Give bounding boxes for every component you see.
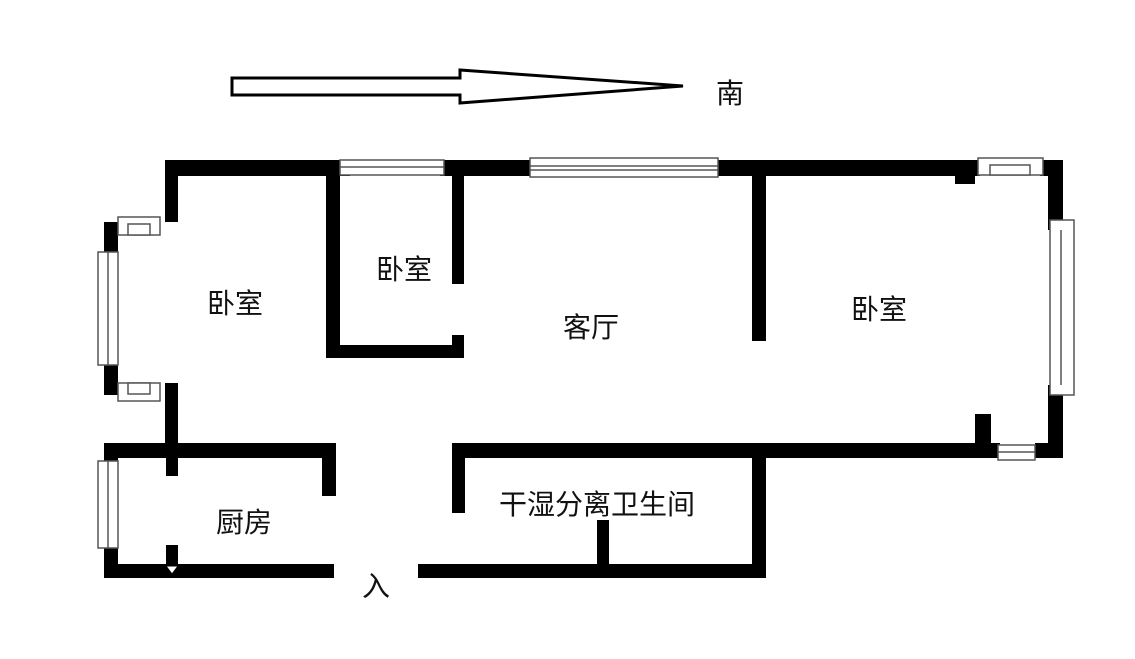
- room-label-living-room: 客厅: [563, 311, 620, 344]
- room-label-kitchen: 厨房: [216, 506, 273, 539]
- marker-icon: [165, 565, 179, 575]
- entrance-label: 入: [362, 570, 391, 603]
- compass-south-label: 南: [716, 77, 745, 110]
- windows: [97, 157, 1075, 549]
- room-label-bedroom-left: 卧室: [207, 287, 264, 320]
- walls: [104, 160, 1063, 578]
- room-label-bedroom-right: 卧室: [851, 293, 908, 326]
- room-label-bathroom: 干湿分离卫生间: [499, 488, 696, 521]
- south-arrow-icon: [230, 68, 684, 105]
- room-label-bedroom-small: 卧室: [376, 253, 433, 286]
